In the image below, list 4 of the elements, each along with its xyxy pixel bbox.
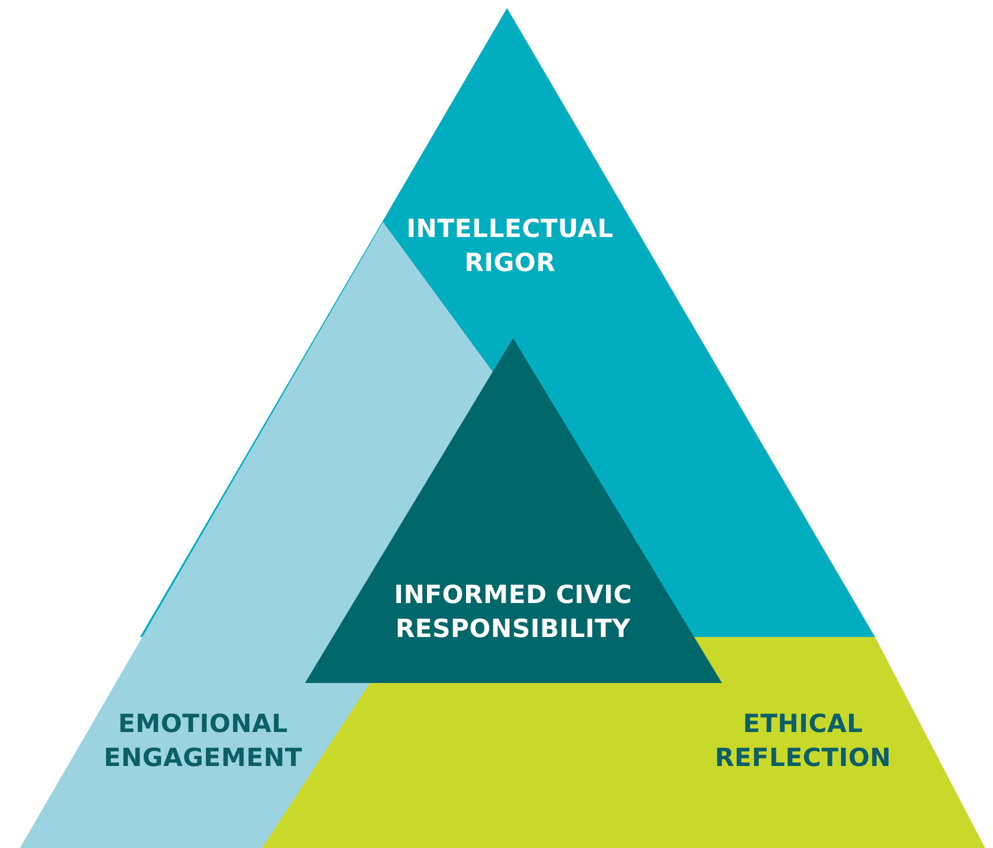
section-label: ETHICAL REFLECTION xyxy=(714,708,892,774)
section-label: INTELLECTUAL RIGOR xyxy=(405,213,615,279)
section-label: EMOTIONAL ENGAGEMENT xyxy=(102,708,304,774)
section-label: INFORMED CIVIC RESPONSIBILITY xyxy=(392,579,634,645)
